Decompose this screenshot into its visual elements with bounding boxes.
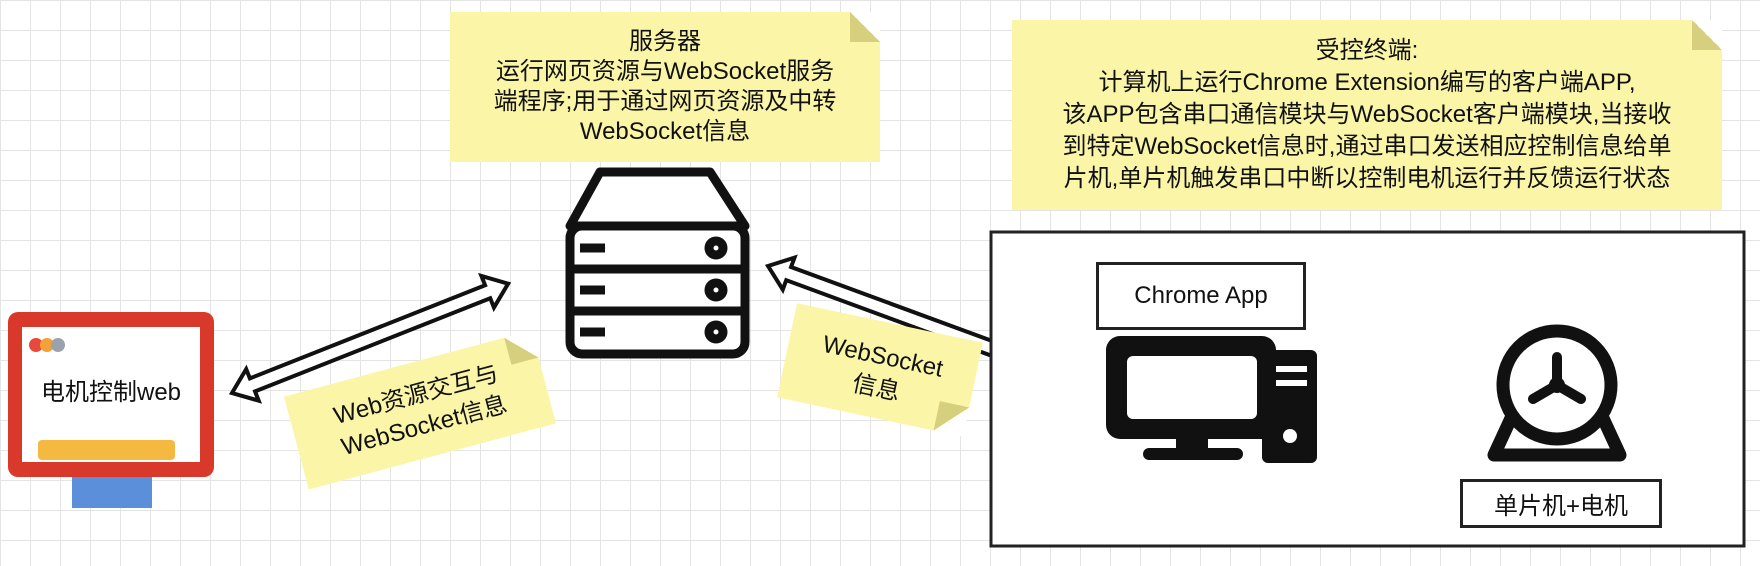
edge-label-client-server: Web资源交互与 WebSocket信息 [283, 330, 557, 490]
server-note-line: 运行网页资源与WebSocket服务 [495, 58, 835, 85]
terminal-note-line: 计算机上运行Chrome Extension编写的客户端APP, [1098, 69, 1636, 96]
web-client-label: 电机控制web [41, 379, 181, 406]
server-icon [565, 167, 750, 359]
terminal-note-line: 该APP包含串口通信模块与WebSocket客户端模块,当接收 [1062, 101, 1672, 128]
terminal-note-line: 到特定WebSocket信息时,通过串口发送相应控制信息给单 [1062, 133, 1672, 160]
window-dot-orange [40, 338, 54, 352]
edge-label-server-terminal: WebSocket 信息 [777, 303, 983, 437]
monitor-bar [38, 440, 175, 460]
note-fold [850, 12, 880, 42]
server-note-line: WebSocket信息 [579, 118, 751, 145]
terminal-note-title: 受控终端: [1315, 37, 1419, 64]
desktop-computer-icon [1106, 336, 1317, 463]
motor-icon [1487, 324, 1627, 462]
terminal-note-line: 片机,单片机触发串口中断以控制电机运行并反馈运行状态 [1063, 165, 1671, 192]
server-note: 服务器 运行网页资源与WebSocket服务 端程序;用于通过网页资源及中转 W… [450, 12, 880, 162]
window-dot-red [29, 338, 43, 352]
window-dot-gray [51, 338, 65, 352]
terminal-note: 受控终端: 计算机上运行Chrome Extension编写的客户端APP, 该… [1012, 20, 1722, 210]
mcu-motor-label: 单片机+电机 [1493, 493, 1628, 520]
double-arrow-client-server [228, 272, 512, 404]
chrome-app-box: Chrome App [1096, 262, 1306, 330]
server-note-line: 端程序;用于通过网页资源及中转 [493, 88, 837, 115]
web-client-monitor-icon: 电机控制web [8, 312, 214, 508]
mcu-motor-box: 单片机+电机 [1460, 479, 1662, 528]
server-note-title: 服务器 [629, 28, 701, 55]
note-fold [1692, 20, 1722, 50]
chrome-app-label: Chrome App [1134, 282, 1268, 309]
